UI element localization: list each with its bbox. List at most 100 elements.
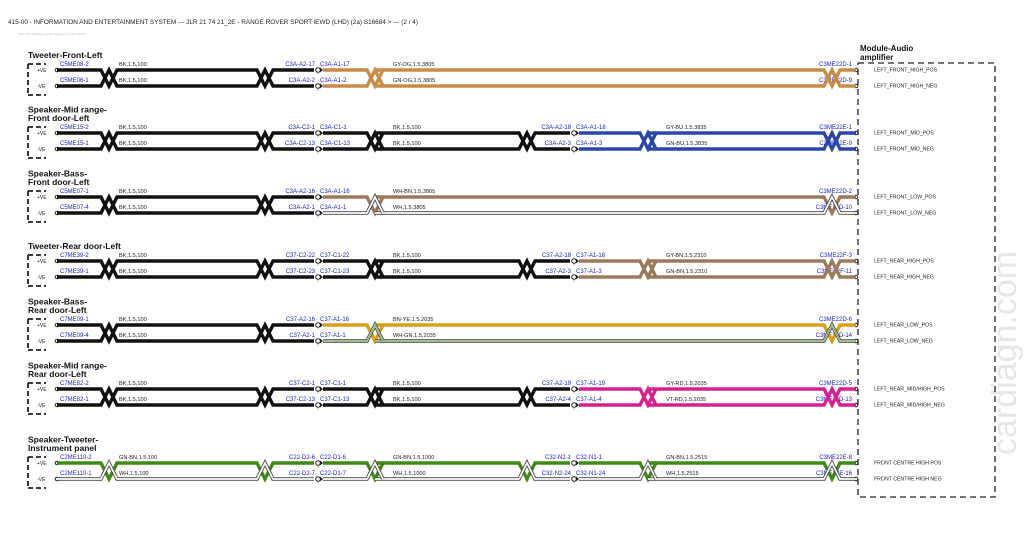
inline-connector-label-a: C37-C2-22 [286,253,316,259]
wire-segment [57,321,314,343]
device-title: Speaker-Tweeter- [28,435,98,445]
inline-connector-label-a: C37-A2-18 [542,253,572,259]
inline-connector-label-a: C37-C2-1 [289,381,316,387]
inline-connector-arrow [576,386,579,392]
signal-name: FRONT CENTRE HIGH POS [874,461,942,467]
inline-connector-label-a: C37-A2-1 [289,333,315,339]
device-pin-label: C7ME39-1 [60,269,89,275]
inline-connector-label-b: C37-C1-22 [320,253,350,259]
wire-spec-label: BK,1.5,100 [393,125,421,131]
wire-segment [57,259,314,281]
signal-name: FRONT CENTRE HIGH NEG [874,477,942,483]
polarity-label: -VE [37,477,46,483]
device-bracket [27,126,46,159]
signal-name: LEFT_FRONT_MID_POS [874,131,934,137]
wire-core [57,460,314,480]
module-title: Module-Audio [860,44,913,53]
inline-connector-label-b: C37-A1-1 [320,333,346,339]
inline-connector-pin [315,83,321,89]
inline-connector-label-b: C3A-C1-1 [320,125,347,131]
wire-spec-label: BK,1.5,100 [119,333,147,339]
inline-connector-label-b: C32-N1-1 [576,455,603,461]
wire-segment [375,461,570,483]
device-bracket [27,254,46,287]
wire-stripe [323,324,384,342]
wire-core [579,460,657,480]
inline-connector-arrow [320,83,323,89]
wire-segment [57,323,314,345]
inline-connector-arrow [320,146,323,152]
signal-name: LEFT_FRONT_HIGH_POS [874,68,938,74]
wire-segment [579,385,658,407]
wire-spec-label: GN-BN,1.5,100 [119,455,157,461]
device-title: Rear door-Left [28,305,87,315]
device-title: Tweeter-Front-Left [28,50,103,60]
inline-connector-pin [571,274,577,280]
wire-spec-label: BK,1.5,100 [393,253,421,259]
wire-segment [648,257,856,279]
polarity-label: -VE [37,147,46,153]
inline-connector-pin [571,402,577,408]
polarity-label: -VE [37,275,46,281]
wire-segment [57,68,314,90]
inline-connector-pin [315,476,321,482]
wire-core [375,322,856,342]
polarity-label: -VE [37,211,46,217]
inline-connector-label-a: C3A-A2-17 [285,62,315,68]
inline-connector-arrow [320,476,323,482]
inline-connector-label-b: C22-D1-6 [320,455,347,461]
wire-spec-label: BK,1.5,100 [119,125,147,131]
device-bracket [27,318,46,351]
inline-connector-label-a: C3A-C2-1 [288,125,315,131]
wire-spec-label: WH,1.5,2515 [666,471,699,477]
module-pin-label: C3ME22D-6 [819,317,853,323]
wire-spec-label: BK,1.5,100 [119,269,147,275]
inline-connector-label-a: C22-D2-6 [289,455,316,461]
wire-segment [648,259,856,281]
wire-segment [648,129,856,151]
wire-spec-label: GN-BN,1.5,2515 [666,455,707,461]
inline-connector-label-b: C22-D1-7 [320,471,347,477]
inline-connector-pin [315,130,321,136]
wire-spec-label: BN-YE,1.5,2035 [393,317,433,323]
inline-connector-pin [315,274,321,280]
inline-connector-pin [315,386,321,392]
inline-connector-label-b: C37-C1-1 [320,381,347,387]
signal-name: LEFT_FRONT_HIGH_NEG [874,84,937,90]
inline-connector-pin [315,258,321,264]
inline-connector-label-b: C3A-A1-2 [320,78,347,84]
inline-connector-pin [571,460,577,466]
inline-connector-label-a: C37-C2-23 [286,269,316,275]
inline-connector-label-b: C3A-A1-18 [576,125,606,131]
inline-connector-label-a: C37-A2-19 [542,381,572,387]
wire-spec-label: WH,1.5,100 [119,471,149,477]
inline-connector-pin [315,322,321,328]
wire-segment [57,257,314,279]
wire-segment [648,131,856,153]
inline-connector-label-a: C32-N2-24 [542,471,572,477]
wire-spec-label: BK,1.5,100 [119,397,147,403]
module-subtitle: amplifier [860,53,893,62]
inline-connector-label-a: C3A-C2-13 [285,141,316,147]
wire-spec-label: BK,1.5,100 [393,381,421,387]
wire-spec-label: GY-BN,1.5,2310 [666,253,707,259]
inline-connector-label-b: C37-A1-18 [576,253,606,259]
inline-connector-label-a: C3A-A2-1 [289,205,316,211]
wire-segment [57,129,314,151]
inline-connector-label-b: C37-C1-23 [320,269,350,275]
device-title: Speaker-Mid range- [28,361,107,371]
wire-segment [579,257,658,279]
wire-spec-label: BK,1.5,100 [119,381,147,387]
inline-connector-pin [571,130,577,136]
wire-segment [323,129,385,151]
wire-outline [57,458,314,481]
polarity-label: +VE [37,259,47,265]
wire-spec-label: WH,1.5,1000 [393,471,426,477]
polarity-label: +VE [37,461,47,467]
inline-connector-arrow [320,386,323,392]
wire-spec-label: BK,1.5,100 [119,189,147,195]
device-pin-label: C7ME09-4 [60,333,89,339]
inline-connector-arrow [320,460,323,466]
wire-segment [375,259,570,281]
